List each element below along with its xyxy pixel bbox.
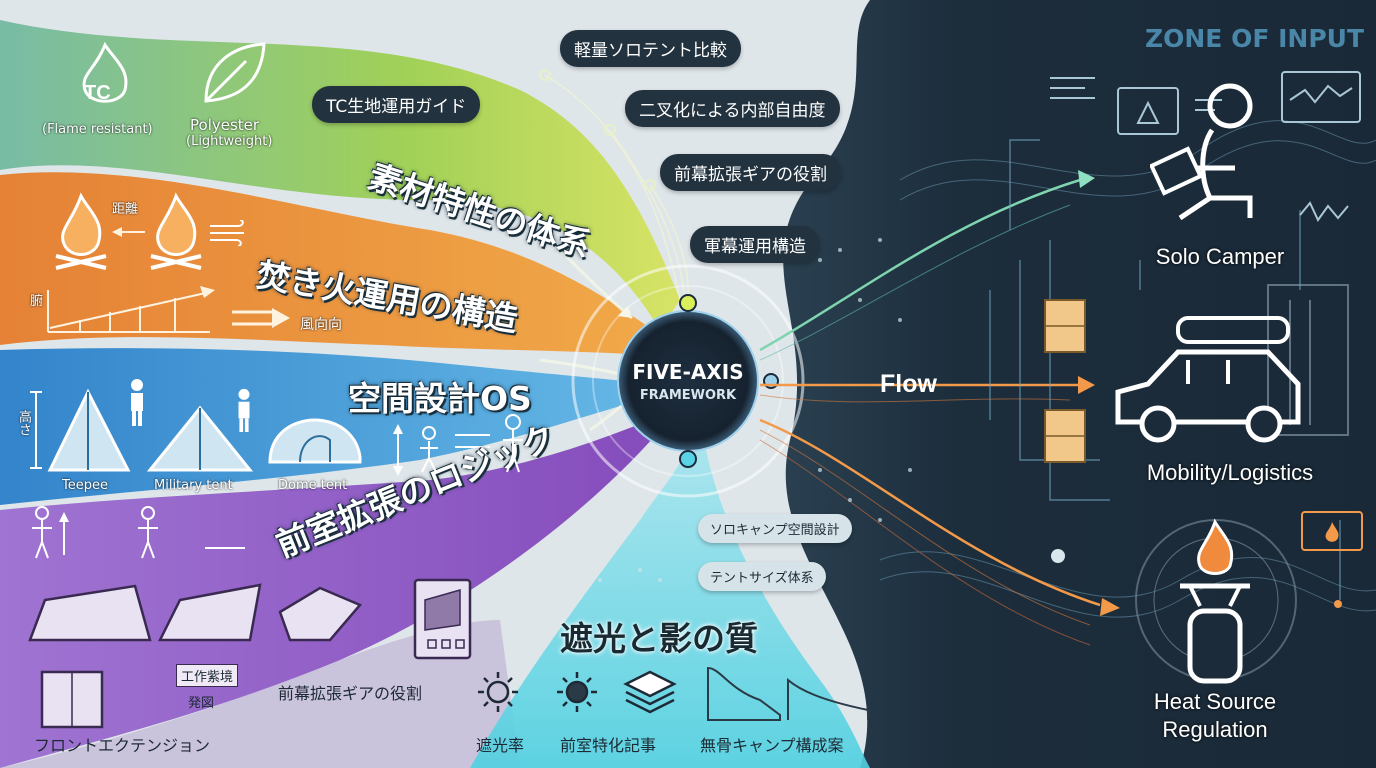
flame-icon <box>70 40 140 110</box>
poly-label: Polyester <box>190 116 260 134</box>
shade-rate: 遮光率 <box>476 736 525 755</box>
walking-person-icon <box>416 426 442 478</box>
output-heat-line2: Regulation <box>1162 717 1268 742</box>
flow-label: Flow <box>880 370 937 398</box>
tc-caption: (Flame resistant) <box>42 122 153 137</box>
output-heat: Heat Source Regulation <box>1130 688 1300 744</box>
pill-lightweight-tent[interactable]: 軽量ソロテント比較 <box>560 30 741 67</box>
pill-bifurcation[interactable]: 二叉化による内部自由度 <box>625 90 840 127</box>
vestibule-front: フロントエクテンジョン <box>34 736 211 755</box>
axis-shade: 遮光と影の質 <box>560 619 758 658</box>
leaf-icon <box>196 36 270 110</box>
pill-front-gear[interactable]: 前幕拡張ギアの役割 <box>660 154 841 191</box>
wind-icon <box>208 219 248 250</box>
person-icon-2 <box>232 388 256 436</box>
shade-plan: 無骨キャンプ構成案 <box>700 736 844 755</box>
vestibule-diagram: 発図 <box>188 696 215 711</box>
pill-solo-space[interactable]: ソロキャンプ空間設計 <box>698 514 852 543</box>
stove-icon <box>1170 516 1260 690</box>
layers-icon <box>622 668 678 720</box>
person-outline-icon <box>30 506 54 564</box>
pill-tc-guide[interactable]: TC生地運用ガイド <box>312 86 481 123</box>
campfire-icon-2 <box>145 192 207 280</box>
fire-axis-note: 腑 <box>30 294 44 309</box>
core-subtitle: FRAMEWORK <box>639 388 737 403</box>
output-solo: Solo Camper <box>1155 244 1285 269</box>
shade-article: 前室特化記事 <box>560 736 657 755</box>
pill-tent-size[interactable]: テントサイズ体系 <box>698 562 826 591</box>
tc-label: TC <box>84 82 111 104</box>
standing-person-icon <box>500 414 526 478</box>
campfire-icon <box>50 192 112 280</box>
tent-military: Military tent <box>154 478 233 493</box>
tent-dome: Dome tent <box>278 478 348 493</box>
vestibule-gear: 前幕拡張ギアの役割 <box>278 684 423 703</box>
person-icon <box>124 378 150 430</box>
sun-icon <box>476 670 520 718</box>
poly-caption: (Lightweight) <box>186 134 273 149</box>
output-mobility: Mobility/Logistics <box>1146 460 1314 485</box>
tent-teepee: Teepee <box>62 478 108 493</box>
output-heat-line1: Heat Source <box>1153 689 1277 714</box>
person-outline-icon-2 <box>136 506 160 564</box>
car-icon <box>1108 312 1308 456</box>
tent-height: 高さ <box>16 410 31 436</box>
axis-space-os: 空間設計OS <box>348 379 532 418</box>
flame-badge-icon <box>1316 518 1348 550</box>
laptop-person-icon <box>1148 78 1262 242</box>
sun-half-icon <box>555 670 599 718</box>
fire-wind: 風向向 <box>300 317 342 333</box>
pill-military-tent[interactable]: 軍幕運用構造 <box>690 226 820 263</box>
fire-distance: 距離 <box>112 202 139 217</box>
zone-title: ZONE OF INPUT <box>1145 24 1365 53</box>
vestibule-work: 工作紫境 <box>176 664 239 687</box>
core-title: FIVE-AXIS <box>632 360 744 384</box>
